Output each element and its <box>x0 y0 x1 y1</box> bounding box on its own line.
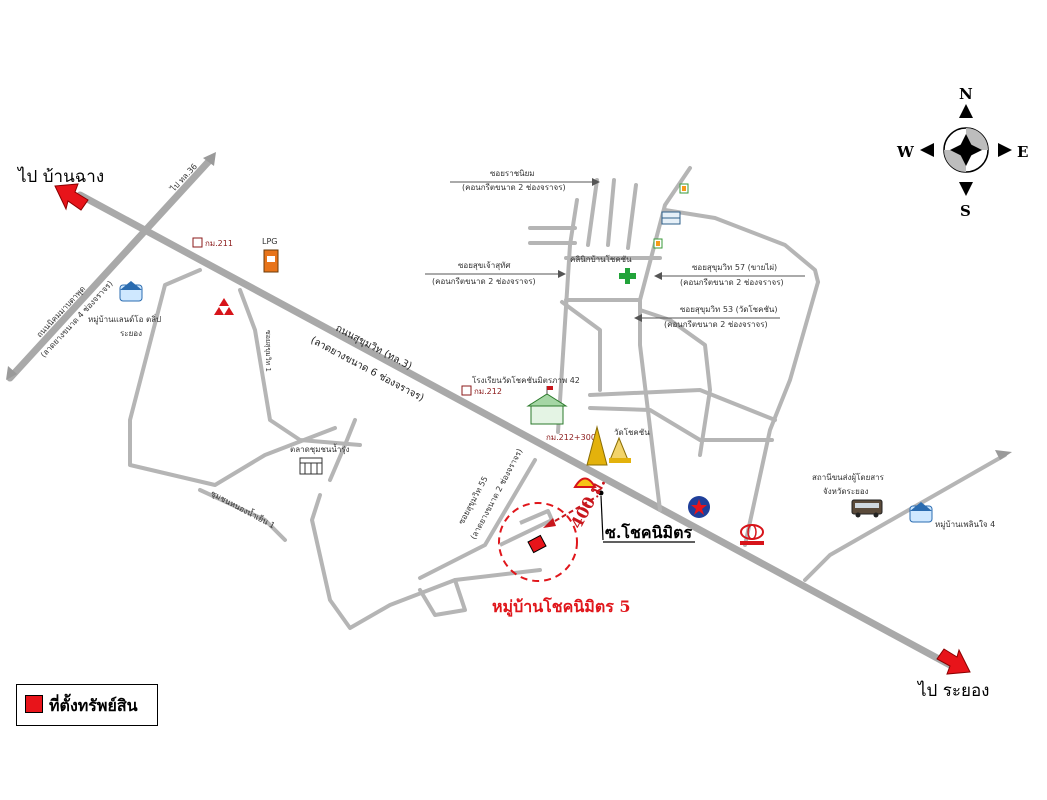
building-icon <box>661 211 681 225</box>
distance-arrow <box>547 495 599 526</box>
toyota-logo-icon <box>740 524 764 545</box>
distance-arrow-head-icon <box>543 518 556 528</box>
road-ne-h2 <box>588 406 774 442</box>
mitsubishi-logo-icon <box>214 298 234 315</box>
road-central-north <box>556 198 579 434</box>
property-area <box>498 490 695 582</box>
compass-north-label: N <box>959 85 973 103</box>
property-marker-icon <box>527 534 547 554</box>
soi-chok-nimit-label: ซ.โชคนิมิตร <box>605 522 692 542</box>
road-south-loop <box>328 418 357 482</box>
soi-57: ซอยสุขุมวิท 57 (ขายไผ่) (คอนกรีตขนาด 2 ช… <box>654 263 805 287</box>
road-central-n2 <box>606 178 616 247</box>
property-access-road <box>499 509 554 547</box>
arrow-east-road-icon <box>995 450 1012 460</box>
road-ne-vertical <box>638 166 692 512</box>
road-network <box>6 156 1007 669</box>
road-village <box>198 488 287 542</box>
shell-station-icon <box>573 477 597 488</box>
legend-label: ที่ตั้งทรัพย์สิน <box>49 696 138 715</box>
soi-ratniyom: ซอยราชนิยม (คอนกรีตขนาด 2 ช่องจราจร) <box>450 169 600 192</box>
to-rayong-label: ไป ระยอง <box>916 680 989 701</box>
road-east-branch <box>803 453 1007 582</box>
soi-suchao: ซอยสุขเจ้าสุทัศ (คอนกรีตขนาด 2 ช่องจราจร… <box>425 261 566 286</box>
village-land-label: หมู่บ้านแลนด์โอ ตลิ่ป <box>88 313 161 325</box>
road-west-loop <box>128 268 337 487</box>
road-ne-mid <box>638 308 712 457</box>
soi-ratniyom-pointer-head-icon <box>592 178 600 186</box>
soi-vertical-label: ซอยสุขุมวิท 1 <box>264 330 272 372</box>
soi-ratniyom-label: ซอยราชนิยม <box>490 169 535 178</box>
clinic-label: คลินิกบ้านโชคชัน <box>570 254 632 264</box>
compass-south-label: S <box>960 202 971 220</box>
road-central-n1 <box>586 178 599 247</box>
school-label: โรงเรียนวัดโชคชันมิตรภาพ 42 <box>472 375 580 385</box>
compass-rose-icon <box>920 104 1012 196</box>
road-west-vertical <box>238 288 362 447</box>
soi-suchao-label: ซอยสุขเจ้าสุทัศ <box>458 261 510 270</box>
km211-marker: กม.211 <box>192 237 233 248</box>
bus-station-label: สถานีขนส่งผู้โดยสาร <box>812 472 885 483</box>
soi-53-lanes-label: (คอนกรีตขนาด 2 ช่องจราจร) <box>664 320 768 329</box>
soi-57-label: ซอยสุขุมวิท 57 (ขายไผ่) <box>692 263 777 272</box>
soi-57-pointer-head-icon <box>654 272 662 280</box>
legend-box: ที่ตั้งทรัพย์สิน <box>16 684 158 726</box>
road-ne-right <box>743 280 820 547</box>
village-east-label: หมู่บ้านเพลินใจ 4 <box>935 520 995 530</box>
soi-53-label: ซอยสุขุมวิท 53 (วัดโชคชัน) <box>680 304 777 314</box>
lpg-label: LPG <box>262 237 277 246</box>
road-ne-h3 <box>560 300 602 392</box>
village-road-label: ชุมชนหนองน้ำเย็น 1 <box>209 487 277 530</box>
seven-eleven-icon <box>679 183 689 194</box>
road-ne-top <box>663 208 820 284</box>
seven-eleven-icon-2 <box>653 238 663 249</box>
km211-label: กม.211 <box>205 239 233 248</box>
road-ne-h1 <box>588 388 777 422</box>
lpg-station-icon <box>263 249 279 273</box>
road-central-n3 <box>626 183 638 250</box>
sukhumvit-road <box>76 191 954 669</box>
village-land-label-2: ระยอง <box>120 329 142 338</box>
soi-entrance-dot <box>598 490 604 496</box>
market-label: ตลาดชุมชนน้ำรุ่ง <box>290 443 350 454</box>
km212-marker: กม.212 <box>461 385 502 396</box>
arrow-nikhom-south-icon <box>6 366 17 380</box>
road-soi55 <box>418 458 537 580</box>
sukhumvit-road-label: ถนนสุขุมวิท (ทล.3) <box>334 323 414 373</box>
market-icon <box>299 457 323 475</box>
to-ban-chang-label: ไป บ้านฉาง <box>16 166 104 187</box>
arrow-nikhom-north-icon <box>203 152 216 166</box>
property-radius-circle <box>498 502 578 582</box>
km212-300-label: กม.212+300 <box>546 433 596 442</box>
temple-pagoda-icon <box>586 425 631 466</box>
nikhom-road <box>6 156 214 382</box>
caltex-station-icon <box>688 496 710 518</box>
compass-east-label: E <box>1017 143 1028 161</box>
soi-57-lanes-label: (คอนกรีตขนาด 2 ช่องจราจร) <box>680 278 784 287</box>
soi-53: ซอยสุขุมวิท 53 (วัดโชคชัน) (คอนกรีตขนาด … <box>634 304 780 329</box>
road-south-loop-3 <box>418 578 467 617</box>
km212-label: กม.212 <box>474 387 502 396</box>
school-icon <box>526 386 568 425</box>
village-east-icon <box>909 502 933 523</box>
village-house-icon <box>119 281 143 302</box>
bus-station-label-2: จังหวัดระยอง <box>823 487 869 496</box>
clinic-cross-icon <box>619 268 636 284</box>
soi-pointer-line <box>600 495 604 541</box>
destination-arrows <box>6 152 1012 675</box>
village-name-label: หมู่บ้านโชคนิมิตร 5 <box>492 596 631 618</box>
soi-53-pointer-head-icon <box>634 314 642 322</box>
distance-label: 400 ม. <box>567 474 610 532</box>
soi-suchao-pointer-head-icon <box>558 270 566 278</box>
soi-ratniyom-lanes-label: (คอนกรีตขนาด 2 ช่องจราจร) <box>462 183 566 192</box>
bus-icon <box>851 499 883 518</box>
compass-west-label: W <box>896 143 915 161</box>
soi-suchao-lanes-label: (คอนกรีตขนาด 2 ช่องจราจร) <box>432 277 536 286</box>
arrow-to-ban-chang-icon <box>54 183 89 211</box>
arrow-to-rayong-icon <box>936 648 971 675</box>
temple-label: วัดโชคชัน <box>614 427 650 437</box>
legend-swatch <box>25 695 43 713</box>
